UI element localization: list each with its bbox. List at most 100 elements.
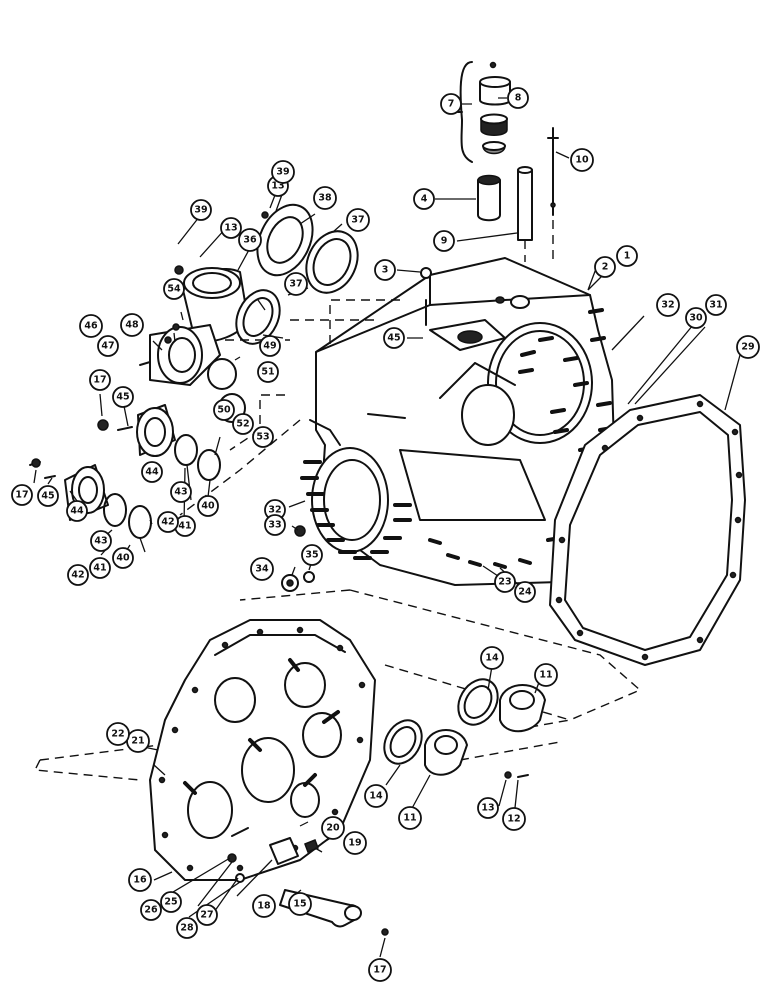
svg-text:22: 22 [111,729,124,740]
callout-43a: 43 [170,481,192,503]
left-bearing-parts [29,203,432,592]
svg-text:20: 20 [326,823,340,834]
callout-17a: 17 [89,369,111,391]
callout-50: 50 [213,399,235,421]
callout-7: 7 [440,93,462,115]
callout-54: 54 [163,278,185,300]
callout-51: 51 [257,361,279,383]
callout-40b: 40 [112,547,134,569]
svg-text:50: 50 [217,405,231,416]
svg-text:53: 53 [256,432,269,443]
svg-text:18: 18 [257,901,271,912]
callout-19: 19 [343,831,367,855]
svg-text:40: 40 [201,501,215,512]
callout-39a: 39 [271,160,295,184]
callout-9: 9 [433,230,455,252]
svg-text:25: 25 [164,897,177,908]
callout-1: 1 [616,245,638,267]
svg-text:11: 11 [403,813,416,824]
svg-text:47: 47 [101,341,114,352]
svg-text:17: 17 [15,490,28,501]
svg-text:13: 13 [224,223,237,234]
callout-23: 23 [494,571,516,593]
callout-12: 12 [502,807,526,831]
callout-45b: 45 [37,485,59,507]
svg-text:37: 37 [351,215,364,226]
callout-10: 10 [570,148,594,172]
callout-13c: 13 [477,797,499,819]
callout-31: 31 [705,294,727,316]
svg-text:43: 43 [94,536,107,547]
callout-42b: 42 [67,564,89,586]
svg-text:21: 21 [131,736,144,747]
svg-text:45: 45 [41,491,54,502]
svg-text:10: 10 [575,155,589,166]
housing-gasket [549,394,746,666]
svg-text:7: 7 [448,99,455,110]
svg-text:14: 14 [485,653,499,664]
callout-43b: 43 [90,530,112,552]
callout-3: 3 [374,259,396,281]
svg-text:36: 36 [243,235,257,246]
callout-49: 49 [259,335,281,357]
callout-45a: 45 [112,386,134,408]
svg-text:29: 29 [741,342,754,353]
callout-32a: 32 [656,293,680,317]
svg-text:8: 8 [515,93,522,104]
svg-text:16: 16 [133,875,147,886]
svg-text:40: 40 [116,553,130,564]
svg-text:51: 51 [261,367,274,378]
svg-text:30: 30 [689,313,703,324]
svg-text:24: 24 [518,587,532,598]
callout-45c: 45 [383,327,405,349]
callout-44b: 44 [66,500,88,522]
callout-48: 48 [120,313,144,337]
callout-35: 35 [301,544,323,566]
svg-text:43: 43 [174,487,187,498]
svg-text:26: 26 [144,905,158,916]
svg-text:13: 13 [481,803,494,814]
callout-15: 15 [288,892,312,916]
callout-11a: 11 [534,663,558,687]
callout-46: 46 [79,314,103,338]
svg-text:2: 2 [602,262,609,273]
svg-text:31: 31 [709,300,722,311]
svg-text:45: 45 [116,392,129,403]
svg-text:1: 1 [624,251,631,262]
svg-text:27: 27 [200,910,213,921]
callout-13b: 13 [220,217,242,239]
svg-text:33: 33 [268,520,281,531]
callout-44a: 44 [141,461,163,483]
callout-11b: 11 [398,806,422,830]
svg-text:28: 28 [180,923,194,934]
svg-text:11: 11 [539,670,552,681]
callout-37a: 37 [346,208,370,232]
svg-text:34: 34 [255,564,269,575]
svg-text:37: 37 [289,279,302,290]
svg-text:17: 17 [373,965,386,976]
svg-text:42: 42 [161,517,174,528]
callout-22: 22 [106,722,130,746]
callout-30: 30 [685,307,707,329]
callout-42a: 42 [157,511,179,533]
callout-25: 25 [160,891,182,913]
svg-text:42: 42 [71,570,84,581]
callout-18: 18 [252,894,276,918]
svg-text:15: 15 [293,899,306,910]
callout-53: 53 [252,426,274,448]
callout-17b: 17 [11,484,33,506]
svg-text:48: 48 [125,320,139,331]
svg-text:12: 12 [507,814,520,825]
svg-text:19: 19 [348,838,361,849]
svg-text:46: 46 [84,321,98,332]
callout-41b: 41 [89,557,111,579]
svg-text:14: 14 [369,791,383,802]
svg-text:49: 49 [263,341,276,352]
callout-28: 28 [176,917,198,939]
callout-52: 52 [232,413,254,435]
svg-text:35: 35 [305,550,318,561]
callout-14b: 14 [364,784,388,808]
callout-36: 36 [238,228,262,252]
callout-17c: 17 [368,958,392,982]
svg-text:4: 4 [421,194,428,205]
